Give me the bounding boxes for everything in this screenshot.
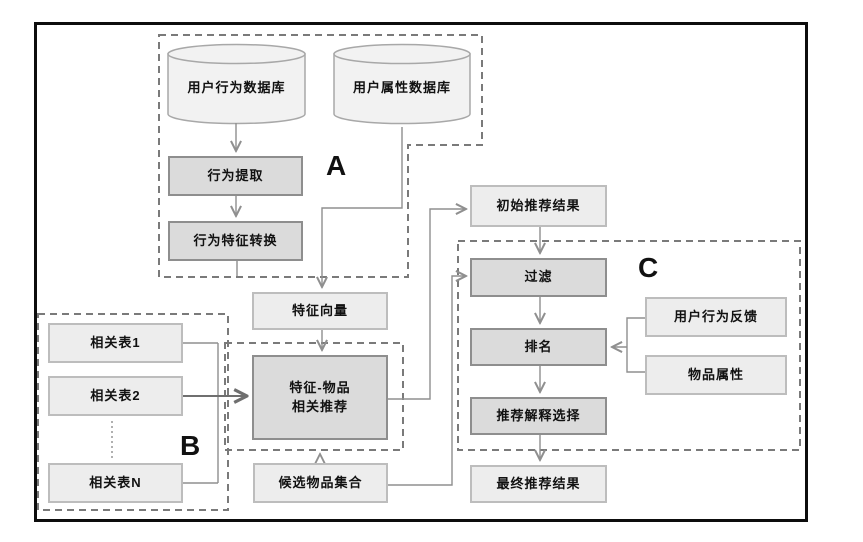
edge-core-to-initial xyxy=(388,209,466,400)
node-filter: 过滤 xyxy=(470,258,607,297)
edge-attrdb-to-featurevector xyxy=(322,127,403,287)
edge-candidate-to-filter xyxy=(388,276,466,486)
node-candidate-items: 候选物品集合 xyxy=(253,463,388,503)
node-user-feedback: 用户行为反馈 xyxy=(645,297,787,337)
database-icon xyxy=(333,43,471,125)
node-item-attributes: 物品属性 xyxy=(645,355,787,395)
region-a-label: A xyxy=(326,150,347,181)
node-label: 用户行为数据库 xyxy=(187,79,286,95)
node-behavior-extract: 行为提取 xyxy=(168,156,303,196)
edge-tables-collector xyxy=(183,342,219,484)
node-feature-item-recommend: 特征-物品 相关推荐 xyxy=(252,355,388,440)
node-behavior-feature-convert: 行为特征转换 xyxy=(168,221,303,261)
region-b-label: B xyxy=(180,430,201,461)
region-a-outline xyxy=(158,34,483,278)
node-related-table-n: 相关表N xyxy=(48,463,183,503)
node-label-line2: 相关推荐 xyxy=(291,398,348,414)
node-initial-results: 初始推荐结果 xyxy=(470,185,607,227)
node-ranking: 排名 xyxy=(470,328,607,366)
region-c-outline xyxy=(457,240,801,451)
node-related-table-2: 相关表2 xyxy=(48,376,183,416)
node-explanation-select: 推荐解释选择 xyxy=(470,397,607,435)
edge-feedback-to-ranking xyxy=(612,317,645,373)
node-final-results: 最终推荐结果 xyxy=(470,465,607,503)
node-label: 用户属性数据库 xyxy=(352,79,451,95)
node-user-behavior-db-label: 用户行为数据库 xyxy=(170,68,303,108)
node-user-attribute-db-label: 用户属性数据库 xyxy=(336,68,468,108)
region-c-label: C xyxy=(638,252,659,283)
region-b-outline xyxy=(37,313,229,511)
node-label-line1: 特征-物品 xyxy=(289,380,351,396)
node-related-table-1: 相关表1 xyxy=(48,323,183,363)
node-feature-vector: 特征向量 xyxy=(252,292,388,330)
database-icon xyxy=(167,43,306,125)
